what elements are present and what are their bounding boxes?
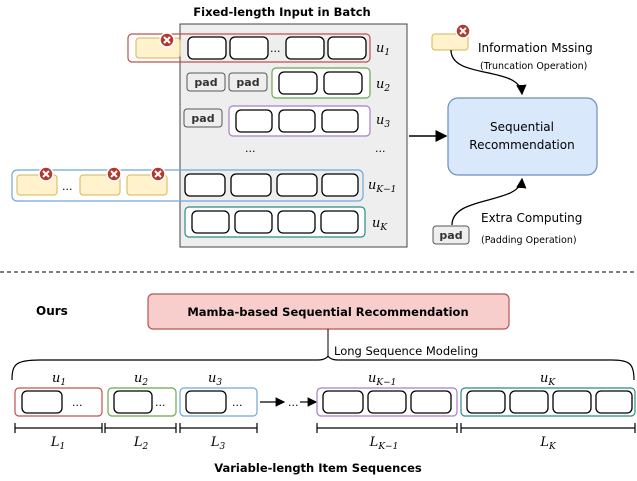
row-u1-frame [127,33,371,63]
item-box [187,36,227,60]
close-x-icon [455,23,471,39]
item-box [278,71,318,95]
length-LK: LK [539,435,557,452]
item-box [509,390,549,414]
ellipsis: ... [62,180,73,193]
item-box [277,210,316,234]
bottom-user-uk1: uK−1 [368,371,396,388]
item-box [321,109,359,133]
row-uk-frame [184,206,366,238]
arrow-icon [450,49,527,96]
seqrec-line2: Recommendation [469,138,574,152]
pad-token [183,108,223,128]
user-label-u1: u1 [376,41,390,58]
seqrec-line1: Sequential [490,120,554,134]
user-label-uk1: uK−1 [368,178,396,195]
length-L1: L1 [50,435,65,452]
seqrec-box [447,97,598,176]
brace [11,354,635,381]
item-box [278,109,316,133]
item-box [323,71,363,95]
close-x-icon [159,32,175,48]
item-box [191,210,230,234]
user-label-uk: uK [372,216,388,233]
item-box [185,390,227,414]
info-missing-sub: (Truncation Operation) [480,61,587,72]
missing-item [431,33,469,51]
long-seq-label: Long Sequence Modeling [334,344,478,358]
item-box [234,210,273,234]
bottom-user-u2: u2 [134,371,148,388]
item-box [229,36,269,60]
ellipsis: ... [72,396,83,409]
user-label-u3: u3 [376,113,390,130]
item-box [285,36,325,60]
item-box [21,390,63,414]
pad-label: pad [191,112,214,125]
bottom-user-uk: uK [540,371,556,388]
row-uk1-frame [11,169,364,202]
item-box [410,390,452,414]
item-box [276,173,318,197]
info-missing-title: Information Mssing [478,41,593,55]
item-box [595,390,633,414]
close-x-icon [106,166,122,182]
length-L3: L3 [210,435,226,452]
bottom-user-u3: u3 [208,371,222,388]
item-box [320,210,359,234]
mamba-title: Mamba-based Sequential Recommendation [187,305,468,319]
ellipsis: ... [232,396,243,409]
close-x-icon [150,166,166,182]
close-x-icon [38,166,54,182]
pad-label: pad [194,76,217,89]
item-box [466,390,506,414]
top-title: Fixed-length Input in Batch [193,5,370,19]
length-LK1: LK−1 [369,435,399,452]
item-box [230,173,272,197]
item-box [552,390,592,414]
item-box [321,173,359,197]
item-box [184,173,226,197]
item-box [327,36,367,60]
bottom-user-u1: u1 [52,371,66,388]
bottom-caption: Variable-length Item Sequences [214,461,422,475]
mid-ellipsis: ... [288,396,299,409]
item-box [113,390,153,414]
pad-label: pad [439,229,462,242]
length-rulers [14,423,636,433]
item-box [322,390,364,414]
item-box [367,390,407,414]
row-ellipsis: ... [375,142,386,155]
row-ellipsis: ... [245,142,256,155]
pad-label: pad [236,76,259,89]
ellipsis: ... [155,396,166,409]
extra-computing-sub: (Padding Operation) [481,235,577,246]
pad-token [186,72,226,92]
pad-token [228,72,268,92]
item-box [235,109,273,133]
extra-computing-title: Extra Computing [481,211,582,225]
ours-label: Ours [36,304,68,318]
pad-token [432,225,470,245]
length-L2: L2 [133,435,149,452]
arrow-icon [451,177,527,226]
ellipsis: ... [270,42,281,55]
user-label-u2: u2 [376,77,390,94]
